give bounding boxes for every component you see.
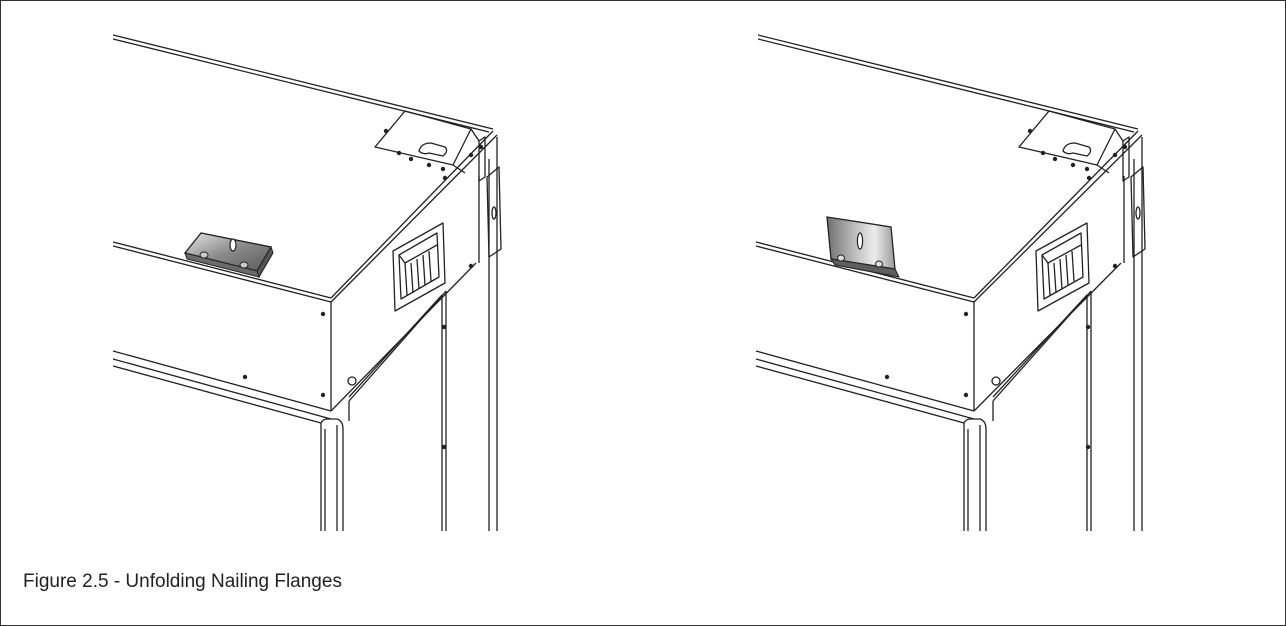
illustration-flange-unfolded xyxy=(641,1,1286,541)
cabinet-drawing-right xyxy=(755,34,1146,531)
nailing-flange-folded xyxy=(183,232,274,279)
nailing-flange-unfolded xyxy=(826,216,900,278)
cabinet-drawing-left xyxy=(112,34,502,531)
illustration-flange-folded xyxy=(1,1,644,541)
figure-caption: Figure 2.5 - Unfolding Nailing Flanges xyxy=(23,571,342,592)
